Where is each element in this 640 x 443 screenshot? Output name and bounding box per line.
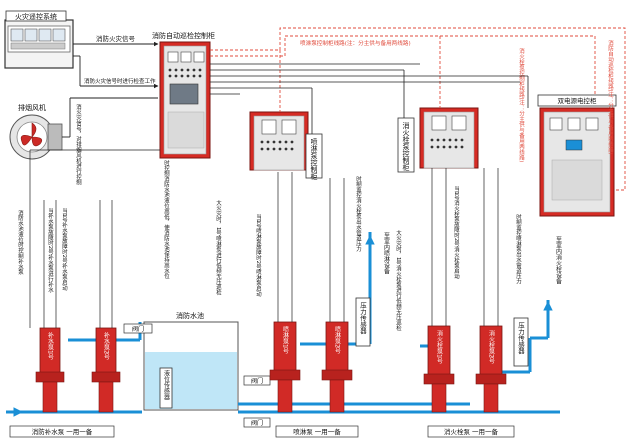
sprinkler-pump-2: 喷淋泵2号 bbox=[321, 321, 353, 413]
valve-2: 阀门 bbox=[243, 375, 271, 386]
exhaust-fan-label: 排烟风机 bbox=[18, 103, 46, 112]
hydrant-control-line-label: 消火栓泵控制柜线路(注：分主供与备用两线路) bbox=[518, 47, 525, 162]
valve-3: 阀门 bbox=[243, 417, 271, 428]
pumps: 补水泵1号 补水泵2号 喷淋泵1号 喷淋泵2号 消火栓泵1号 bbox=[35, 321, 507, 413]
level-sensor-label: 液位传感器 bbox=[163, 369, 170, 401]
note-sprinkler-pressure: 时制监控喷淋泵出水管道压力 bbox=[515, 213, 522, 286]
fire-signal-label: 消防火灾信号 bbox=[96, 34, 136, 43]
note-makeup-switch: 当1号补水泵故障时2号补水泵启动 bbox=[61, 207, 68, 292]
pressure-sensor-hydrant: 压力传感器 bbox=[513, 317, 529, 367]
note-fan-control: 消火灾信号，对排烟风机进行控制 bbox=[75, 103, 82, 187]
auto-inspection-cabinet-title: 消防自动巡检控制柜 bbox=[152, 31, 215, 40]
sprinkler-control-line-label: 喷淋泵控制柜线路(注：分主供与备用两线路) bbox=[300, 39, 411, 47]
hydrant-equipment-label: 至室内消火栓设备 bbox=[555, 236, 562, 285]
sprinkler-cabinet: 喷淋泵控制柜 bbox=[249, 111, 323, 181]
sprinkler-cabinet-title: 喷淋泵控制柜 bbox=[310, 137, 318, 181]
fan-blades-icon bbox=[20, 122, 43, 147]
hydrant-pump-1-label: 消火栓泵1号 bbox=[436, 329, 443, 365]
hydrant-pump-2: 消火栓泵2号 bbox=[475, 325, 507, 413]
makeup-pump-2-label: 补水泵2号 bbox=[103, 331, 110, 361]
sprinkler-pump-2-label: 喷淋泵2号 bbox=[334, 325, 341, 355]
note-hydrant-pressure: 时制监控消火栓泵出水管道压力 bbox=[355, 175, 362, 253]
dual-power-cabinet-title: 双电源电控柜 bbox=[558, 96, 598, 105]
fire-signal-lines bbox=[62, 41, 159, 138]
makeup-pump-2: 补水泵2号 bbox=[91, 327, 121, 413]
annotation-notes: 消防水池液位时控制补水泵 当补水泵故障时2号补水泵进行补水 当1号补水泵故障时2… bbox=[17, 103, 522, 332]
valve-1: 阀门 bbox=[123, 323, 153, 334]
note-hydrant-inspection: 大火灾时，1号消火栓泵进行低频无压巡检 bbox=[395, 229, 402, 332]
valve-3-label: 阀门 bbox=[251, 419, 263, 427]
makeup-pump-1-label: 补水泵1号 bbox=[47, 331, 54, 361]
pressure-sensor-1-label: 压力传感器 bbox=[359, 302, 367, 336]
cabinet-signal-lines bbox=[210, 63, 529, 134]
note-makeup-level: 消防水池液位时控制补水泵 bbox=[17, 209, 24, 275]
flow-arrows bbox=[10, 235, 553, 417]
sprinkler-pump-1-label: 喷淋泵1号 bbox=[282, 325, 289, 355]
valve-1-label: 阀门 bbox=[132, 325, 144, 333]
sprinkler-pump-group-label: 喷淋泵 一用一备 bbox=[293, 427, 341, 436]
note-sprinkler-inspection: 大火灾时，1号喷淋泵进行低频无压巡检 bbox=[215, 199, 222, 297]
dual-power-cabinet: 双电源电控柜 bbox=[537, 94, 617, 217]
fire-alarm-system-title: 火灾遥控系统 bbox=[15, 12, 57, 21]
note-sprinkler-switch: 当1号喷淋泵故障时2号喷淋泵启动 bbox=[255, 213, 262, 298]
note-hydrant-switch: 当1号消火栓泵故障时2号消火栓泵启动 bbox=[453, 185, 460, 281]
exhaust-fan: 排烟风机 bbox=[9, 103, 63, 160]
pressure-sensor-2-label: 压力传感器 bbox=[517, 322, 525, 356]
pump-group-captions: 消防补水泵 一用一备 喷淋泵 一用一备 消火栓泵 一用一备 bbox=[9, 425, 515, 438]
makeup-pump-group-label: 消防补水泵 一用一备 bbox=[32, 427, 93, 436]
fire-pool: 消防水池 液位传感器 bbox=[143, 311, 239, 411]
pump-control-lines bbox=[29, 149, 499, 328]
hydrant-pump-2-label: 消火栓泵2号 bbox=[488, 329, 495, 365]
note-makeup-backup: 当补水泵故障时2号补水泵进行补水 bbox=[47, 207, 54, 293]
dashed-control-routes bbox=[210, 27, 626, 191]
auto-inspection-cabinet: 消防自动巡检控制柜 bbox=[152, 31, 215, 159]
fire-pool-label: 消防水池 bbox=[176, 311, 204, 320]
hydrant-pump-1: 消火栓泵1号 bbox=[423, 325, 455, 413]
sprinkler-equipment-label: 至室内喷淋设备 bbox=[383, 232, 390, 275]
valve-2-label: 阀门 bbox=[251, 377, 263, 385]
hydrant-pump-group-label: 消火栓泵 一用一备 bbox=[444, 427, 499, 436]
hydrant-cabinet: 消火栓泵控制柜 bbox=[397, 107, 479, 173]
makeup-pump-1: 补水泵1号 bbox=[35, 327, 65, 413]
fire-signal-inspection-label: 消防火灾信号时进行检查工作 bbox=[84, 77, 156, 85]
fire-alarm-system-panel: 火灾遥控系统 bbox=[4, 10, 74, 69]
pressure-sensor-sprinkler: 压力传感器 bbox=[355, 297, 371, 347]
note-pool-level: 时控制消防水池液位高低，使消防水池保持高水位 bbox=[163, 159, 170, 279]
sprinkler-pump-1: 喷淋泵1号 bbox=[269, 321, 301, 413]
hydrant-cabinet-title: 消火栓泵控制柜 bbox=[402, 121, 410, 172]
auto-inspection-line-label: 消防自动巡检柜线路(注：分主供与备用两线路) bbox=[607, 39, 614, 154]
